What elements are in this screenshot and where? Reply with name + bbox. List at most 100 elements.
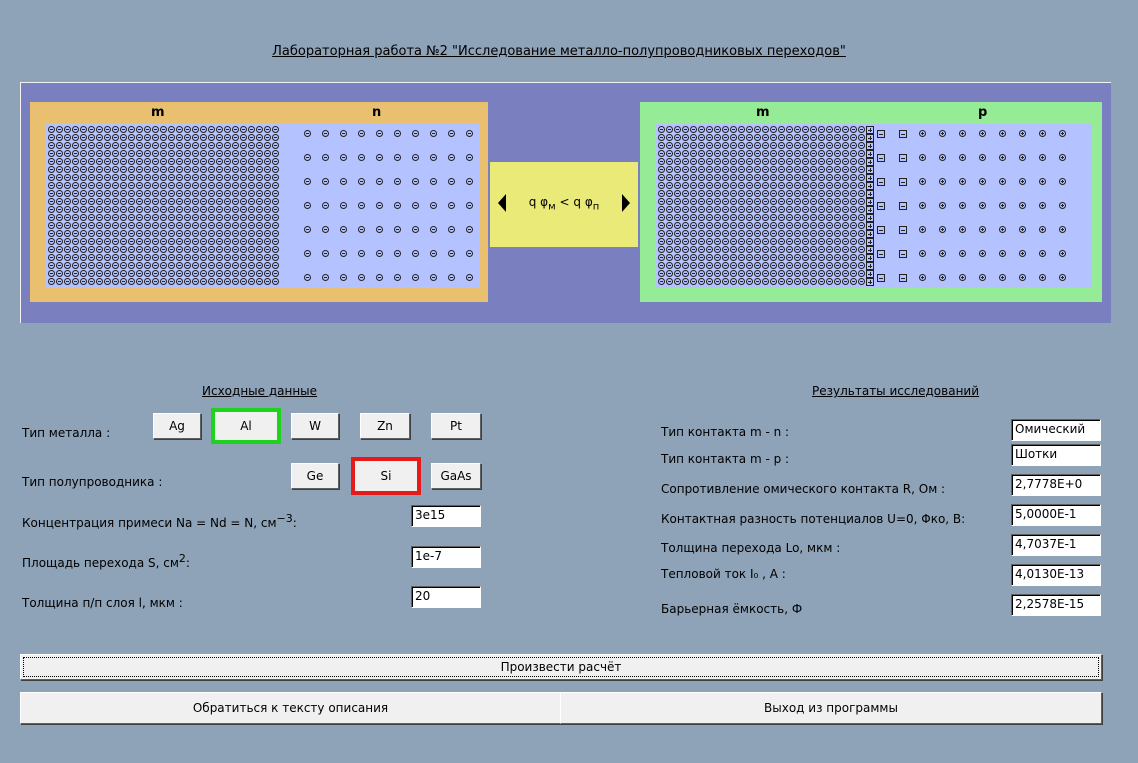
electron-icon bbox=[128, 270, 135, 277]
electron-icon bbox=[834, 134, 841, 141]
electron-icon bbox=[850, 158, 857, 165]
electron-icon bbox=[810, 222, 817, 229]
electron-icon bbox=[466, 178, 473, 185]
electron-icon bbox=[272, 190, 279, 197]
electron-icon bbox=[794, 190, 801, 197]
electron-icon bbox=[248, 254, 255, 261]
electron-icon bbox=[136, 142, 143, 149]
electron-icon bbox=[802, 206, 809, 213]
electron-icon bbox=[192, 134, 199, 141]
electron-icon bbox=[120, 254, 127, 261]
electron-icon bbox=[192, 182, 199, 189]
concentration-input[interactable]: 3e15 bbox=[411, 505, 481, 527]
electron-icon bbox=[730, 238, 737, 245]
electron-icon bbox=[730, 190, 737, 197]
electron-icon bbox=[272, 142, 279, 149]
electron-icon bbox=[322, 226, 329, 233]
electron-icon bbox=[256, 190, 263, 197]
electron-icon bbox=[144, 214, 151, 221]
result-value-5: 4,0130E-13 bbox=[1011, 564, 1101, 586]
electron-icon bbox=[762, 214, 769, 221]
electron-icon bbox=[666, 262, 673, 269]
electron-icon bbox=[754, 230, 761, 237]
thickness-input[interactable]: 20 bbox=[411, 586, 481, 608]
open-description-button[interactable]: Обратиться к тексту описания bbox=[20, 692, 561, 724]
electron-icon bbox=[120, 150, 127, 157]
electron-icon bbox=[216, 270, 223, 277]
electron-icon bbox=[794, 230, 801, 237]
electron-icon bbox=[200, 142, 207, 149]
electron-icon bbox=[216, 182, 223, 189]
positive-charge-icon bbox=[866, 182, 874, 190]
electron-icon bbox=[690, 270, 697, 277]
metal-button-al[interactable]: Al bbox=[211, 408, 281, 444]
electron-icon bbox=[430, 226, 437, 233]
electron-icon bbox=[136, 222, 143, 229]
electron-icon bbox=[248, 198, 255, 205]
electron-icon bbox=[746, 134, 753, 141]
metal-button-pt[interactable]: Pt bbox=[431, 413, 481, 439]
electron-icon bbox=[120, 174, 127, 181]
electron-icon bbox=[208, 270, 215, 277]
electron-icon bbox=[858, 190, 865, 197]
electron-icon bbox=[698, 166, 705, 173]
electron-icon bbox=[192, 150, 199, 157]
electron-icon bbox=[834, 270, 841, 277]
electron-icon bbox=[72, 278, 79, 285]
electron-icon bbox=[248, 262, 255, 269]
work-function-comparison: q φм < q φп bbox=[490, 162, 638, 247]
metal-button-w[interactable]: W bbox=[291, 413, 339, 439]
electron-icon bbox=[112, 238, 119, 245]
semiconductor-button-si[interactable]: Si bbox=[351, 457, 421, 495]
electron-icon bbox=[794, 238, 801, 245]
area-input[interactable]: 1e-7 bbox=[411, 546, 481, 568]
electron-icon bbox=[88, 206, 95, 213]
electron-icon bbox=[786, 166, 793, 173]
electron-icon bbox=[56, 206, 63, 213]
electron-icon bbox=[340, 178, 347, 185]
electron-icon bbox=[112, 150, 119, 157]
electron-icon bbox=[128, 190, 135, 197]
electron-icon bbox=[88, 254, 95, 261]
electron-icon bbox=[706, 134, 713, 141]
electron-icon bbox=[160, 238, 167, 245]
electron-icon bbox=[112, 158, 119, 165]
electron-icon bbox=[818, 166, 825, 173]
electron-icon bbox=[746, 270, 753, 277]
electron-icon bbox=[682, 238, 689, 245]
metal-button-ag[interactable]: Ag bbox=[153, 413, 201, 439]
electron-icon bbox=[376, 250, 383, 257]
electron-icon bbox=[698, 198, 705, 205]
electron-icon bbox=[722, 198, 729, 205]
electron-icon bbox=[810, 214, 817, 221]
exit-program-button[interactable]: Выход из программы bbox=[560, 692, 1102, 724]
electron-icon bbox=[192, 198, 199, 205]
calculate-button[interactable]: Произвести расчёт bbox=[20, 654, 1102, 680]
electron-icon bbox=[778, 246, 785, 253]
electron-icon bbox=[264, 278, 271, 285]
electron-icon bbox=[698, 270, 705, 277]
electron-icon bbox=[48, 174, 55, 181]
semiconductor-button-gaas[interactable]: GaAs bbox=[431, 463, 481, 489]
electron-icon bbox=[842, 190, 849, 197]
electron-icon bbox=[722, 278, 729, 285]
electron-icon bbox=[666, 270, 673, 277]
metal-button-zn[interactable]: Zn bbox=[360, 413, 410, 439]
electron-icon bbox=[842, 174, 849, 181]
electron-icon bbox=[160, 150, 167, 157]
electron-icon bbox=[72, 190, 79, 197]
electron-icon bbox=[64, 174, 71, 181]
electron-icon bbox=[786, 174, 793, 181]
electron-icon bbox=[240, 206, 247, 213]
semiconductor-button-ge[interactable]: Ge bbox=[291, 463, 339, 489]
electron-icon bbox=[714, 262, 721, 269]
electron-icon bbox=[412, 274, 419, 281]
electron-icon bbox=[754, 190, 761, 197]
electron-icon bbox=[224, 166, 231, 173]
electron-icon bbox=[144, 174, 151, 181]
electron-icon bbox=[224, 158, 231, 165]
electron-icon bbox=[248, 206, 255, 213]
electron-icon bbox=[842, 222, 849, 229]
electron-icon bbox=[264, 134, 271, 141]
electron-icon bbox=[96, 198, 103, 205]
